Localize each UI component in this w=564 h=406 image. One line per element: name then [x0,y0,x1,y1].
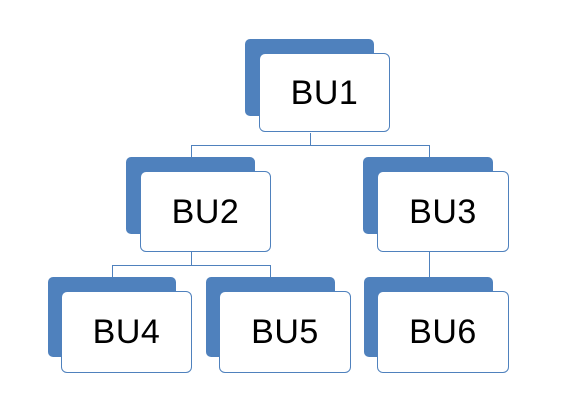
node-bu2-label: BU2 [171,192,240,231]
node-bu1: BU1 [245,39,390,135]
node-bu2-box: BU2 [140,171,271,252]
node-bu1-label: BU1 [290,73,359,112]
node-bu3-label: BU3 [409,192,477,231]
node-bu4: BU4 [48,277,192,373]
node-bu3-box: BU3 [377,171,509,252]
node-bu5: BU5 [206,277,351,373]
node-bu1-box: BU1 [259,53,390,132]
node-bu2: BU2 [126,157,271,253]
node-bu4-box: BU4 [61,291,192,373]
node-bu6: BU6 [364,277,509,373]
node-bu3: BU3 [363,157,509,253]
node-bu5-box: BU5 [219,291,351,373]
node-bu4-label: BU4 [92,313,161,351]
node-bu5-label: BU5 [251,313,319,351]
node-bu6-label: BU6 [409,313,477,351]
node-bu6-box: BU6 [377,291,509,373]
